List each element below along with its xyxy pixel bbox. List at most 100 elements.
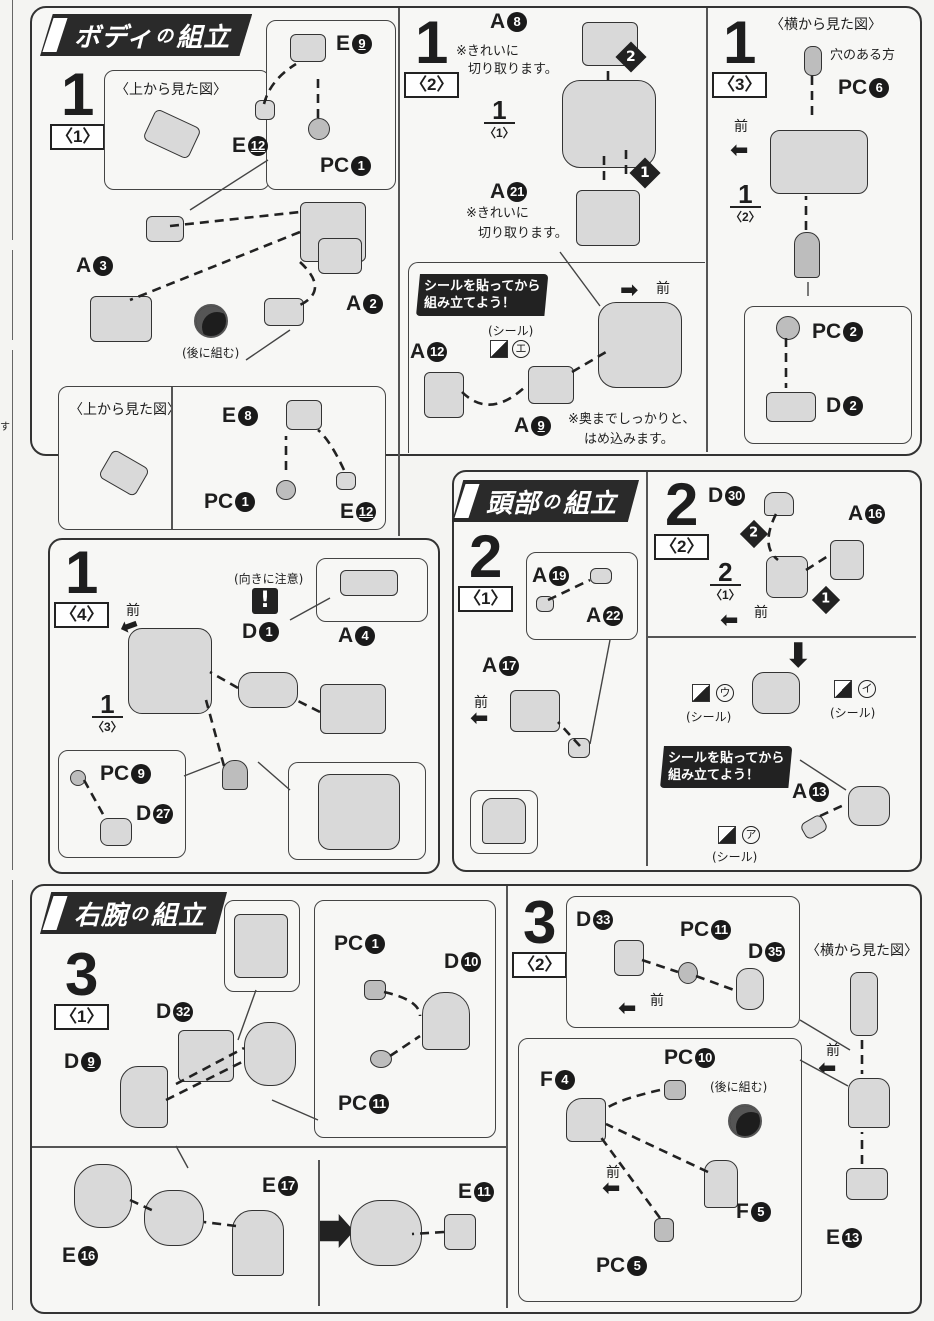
adjacent-page-edge xyxy=(0,0,13,240)
part-d2 xyxy=(766,392,816,422)
adjacent-page-edge xyxy=(0,250,13,340)
front-label: 前 xyxy=(126,603,140,619)
step-1-3: 1 〈3〉 xyxy=(712,13,768,98)
part-d9 xyxy=(120,1066,168,1128)
step-2-1: 2 〈1〉 xyxy=(458,527,514,612)
seal-icon xyxy=(692,684,710,702)
seal-icon xyxy=(490,340,508,358)
divider xyxy=(398,8,400,536)
divider xyxy=(646,472,648,866)
part-head-side xyxy=(848,786,890,826)
part-shoulder-assembled xyxy=(144,1190,204,1246)
part-e8 xyxy=(286,400,322,430)
push-note: ※奥までしっかりと、 xyxy=(568,412,696,427)
sticker-subpanel xyxy=(408,262,705,453)
part-d30 xyxy=(764,492,794,516)
part-a3 xyxy=(90,296,152,342)
part-head-piece xyxy=(568,738,590,758)
part-d27 xyxy=(100,818,132,846)
part-head-front xyxy=(482,798,526,844)
seal-label: (シール) xyxy=(830,706,876,720)
part-a2-lower xyxy=(318,238,362,274)
part-pc1 xyxy=(308,118,330,140)
cut-note: 切り取ります。 xyxy=(478,226,568,241)
part-d10 xyxy=(422,992,470,1050)
front-arrow: ⬅ xyxy=(470,706,489,731)
part-arm-block xyxy=(848,1078,890,1128)
seal-kana: エ xyxy=(512,340,530,358)
part-a3-piece xyxy=(146,216,184,242)
top-view-callout: 〈上から見た図〉 xyxy=(104,70,270,190)
push-note: はめ込みます。 xyxy=(584,432,674,447)
part-a4 xyxy=(320,684,386,734)
side-view-label: 〈横から見た図〉 xyxy=(806,943,918,959)
part-side-view xyxy=(850,972,878,1036)
part-d32 xyxy=(178,1030,234,1082)
seal-icon xyxy=(834,680,852,698)
part-pc5 xyxy=(654,1218,674,1242)
front-arrow: ⬅ xyxy=(602,1176,621,1201)
adjacent-page-edge xyxy=(0,350,13,870)
part-body-core xyxy=(598,302,682,388)
front-label: 前 xyxy=(656,281,670,297)
step-1-1: 1 〈1〉 xyxy=(50,65,106,150)
step-3-1: 3 〈1〉 xyxy=(54,945,110,1030)
part-pc2-assembled xyxy=(794,232,820,278)
hole-side-note: 穴のある方 xyxy=(830,48,896,63)
cut-note: 切り取ります。 xyxy=(468,62,558,77)
part-d33 xyxy=(614,940,644,976)
warning-icon: ! xyxy=(252,588,278,614)
ref-2-1: 2〈1〉 xyxy=(710,557,741,602)
seal-label: (シール) xyxy=(488,324,534,338)
divider xyxy=(706,8,708,452)
back-note: (後に組む) xyxy=(182,346,240,360)
part-pc1 xyxy=(364,980,386,1000)
orientation-note: (向きに注意) xyxy=(234,572,304,586)
part-f5 xyxy=(704,1160,738,1208)
part-a16 xyxy=(830,540,864,580)
ref-1-3: 1〈3〉 xyxy=(92,689,123,734)
front-label: 前 xyxy=(734,119,748,135)
side-view-label: 〈横から見た図〉 xyxy=(770,17,882,33)
step-2-2: 2 〈2〉 xyxy=(654,475,710,560)
divider xyxy=(318,1160,320,1306)
head-section-title: 頭部の組立 xyxy=(452,480,640,522)
seal-kana: ア xyxy=(742,826,760,844)
front-arrow: ⬅ xyxy=(818,1056,837,1081)
front-label: 前 xyxy=(474,695,488,711)
part-a17 xyxy=(510,690,560,732)
front-arrow: ⬅ xyxy=(720,608,739,633)
adjacent-page-edge xyxy=(0,880,13,1310)
part-pc11 xyxy=(370,1050,392,1068)
sticker-first-badge: シールを貼ってから組み立てよう！ xyxy=(416,274,549,316)
front-arrow: ⬅ xyxy=(730,138,749,163)
back-note: (後に組む) xyxy=(710,1080,768,1094)
divider xyxy=(648,636,916,638)
ref-1-1: 1〈1〉 xyxy=(484,95,515,140)
part-e9 xyxy=(290,34,326,62)
